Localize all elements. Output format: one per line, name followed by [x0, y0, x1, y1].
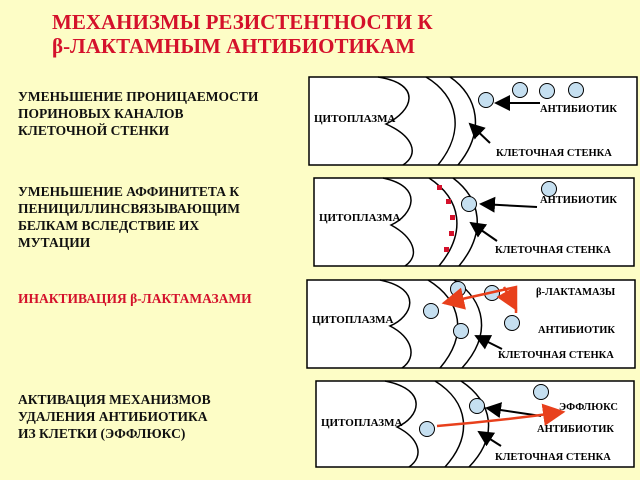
mechanism-1-line-2: ПОРИНОВЫХ КАНАЛОВ [18, 106, 184, 121]
beta-lactamase-arrow-down [496, 286, 518, 312]
antibiotic-molecule [539, 83, 555, 99]
antibiotic-molecule [469, 398, 485, 414]
outer-membrane [452, 177, 478, 267]
antibiotic-molecule [478, 92, 494, 108]
cytoplasm-label: ЦИТОПЛАЗМА [319, 212, 400, 224]
cell-wall-label: КЛЕТОЧНАЯ СТЕНКА [498, 350, 614, 361]
efflux-label: ЭФФЛЮКС [559, 402, 618, 413]
antibiotic-label: АНТИБИОТИК [540, 195, 617, 206]
antibiotic-label: АНТИБИОТИК [537, 424, 614, 435]
mechanism-2-line-1: УМЕНЬШЕНИЕ АФФИНИТЕТА К [18, 184, 240, 199]
pbp-marker [444, 247, 449, 252]
inner-membrane [377, 76, 413, 166]
panel-efflux: ЦИТОПЛАЗМА ЭФФЛЮКС АНТИБИОТИК КЛЕТОЧНАЯ … [315, 380, 635, 468]
cell-wall-label: КЛЕТОЧНАЯ СТЕНКА [495, 245, 611, 256]
cell-wall-arrow [477, 430, 502, 447]
pbp-marker [449, 231, 454, 236]
inner-membrane [379, 279, 412, 369]
panel-pbp-affinity: ЦИТОПЛАЗМА АНТИБИОТИК КЛЕТОЧНАЯ СТЕНКА [313, 177, 635, 267]
cytoplasm-label: ЦИТОПЛАЗМА [321, 417, 402, 429]
antibiotic-molecule [533, 384, 549, 400]
antibiotic-molecule [512, 82, 528, 98]
cell-wall-line [425, 76, 456, 166]
antibiotic-molecule [423, 303, 439, 319]
cell-wall-line [427, 279, 459, 369]
cell-wall-label: КЛЕТОЧНАЯ СТЕНКА [496, 148, 612, 159]
title-line-1: МЕХАНИЗМЫ РЕЗИСТЕНТНОСТИ К [52, 10, 433, 34]
mechanism-2-line-3: БЕЛКАМ ВСЛЕДСТВИЕ ИХ [18, 218, 200, 233]
antibiotic-arrow [479, 196, 538, 213]
panel-permeability: ЦИТОПЛАЗМА АНТИБИОТИК КЛЕТОЧНАЯ СТЕНКА [308, 76, 638, 166]
antibiotic-molecule [568, 82, 584, 98]
outer-membrane [449, 76, 477, 166]
antibiotic-molecule [453, 323, 469, 339]
inner-membrane [384, 380, 419, 468]
title-line-2: β-ЛАКТАМНЫМ АНТИБИОТИКАМ [52, 34, 416, 58]
pbp-marker [450, 215, 455, 220]
antibiotic-molecule [450, 281, 466, 297]
cell-wall-arrow [474, 335, 503, 350]
antibiotic-label: АНТИБИОТИК [540, 104, 617, 115]
mechanism-3-label: ИНАКТИВАЦИЯ β-ЛАКТАМАЗАМИ [18, 290, 252, 307]
beta-lactamase-label: β-ЛАКТАМАЗЫ [536, 287, 616, 298]
mechanism-1-line-1: УМЕНЬШЕНИЕ ПРОНИЦАЕМОСТИ [18, 89, 259, 104]
mechanism-2-line-4: МУТАЦИИ [18, 235, 91, 250]
antibiotic-label: АНТИБИОТИК [538, 325, 615, 336]
page-title: МЕХАНИЗМЫ РЕЗИСТЕНТНОСТИ К β-ЛАКТАМНЫМ А… [52, 10, 612, 58]
antibiotic-arrow [485, 402, 542, 418]
cell-wall-line [434, 380, 465, 468]
inner-membrane [382, 177, 415, 267]
mechanism-4-label: АКТИВАЦИЯ МЕХАНИЗМОВ УДАЛЕНИЯ АНТИБИОТИК… [18, 391, 211, 442]
cytoplasm-label: ЦИТОПЛАЗМА [314, 113, 395, 125]
mechanism-1-label: УМЕНЬШЕНИЕ ПРОНИЦАЕМОСТИ ПОРИНОВЫХ КАНАЛ… [18, 88, 258, 139]
mechanism-2-label: УМЕНЬШЕНИЕ АФФИНИТЕТА К ПЕНИЦИЛЛИНСВЯЗЫВ… [18, 183, 240, 251]
mechanism-2-line-2: ПЕНИЦИЛЛИНСВЯЗЫВАЮЩИМ [18, 201, 241, 216]
antibiotic-molecule [461, 196, 477, 212]
antibiotic-molecule [504, 315, 520, 331]
panel-beta-lactamase: ЦИТОПЛАЗМА β-ЛАКТАМАЗЫ АНТИБИОТИК КЛЕТОЧ… [306, 279, 636, 369]
antibiotic-molecule [419, 421, 435, 437]
mechanism-3-line-1: ИНАКТИВАЦИЯ β-ЛАКТАМАЗАМИ [18, 291, 252, 306]
pbp-marker [446, 199, 451, 204]
mechanism-4-line-1: АКТИВАЦИЯ МЕХАНИЗМОВ [18, 392, 211, 407]
cytoplasm-label: ЦИТОПЛАЗМА [312, 314, 393, 326]
mechanism-1-line-3: КЛЕТОЧНОЙ СТЕНКИ [18, 123, 170, 138]
cell-wall-arrow [468, 122, 491, 144]
mechanism-4-line-3: ИЗ КЛЕТКИ (ЭФФЛЮКС) [18, 426, 186, 441]
mechanism-4-line-2: УДАЛЕНИЯ АНТИБИОТИКА [18, 409, 208, 424]
pbp-marker [437, 185, 442, 190]
efflux-arrow [436, 403, 566, 428]
cell-wall-label: КЛЕТОЧНАЯ СТЕНКА [495, 452, 611, 463]
antibiotic-molecule [541, 181, 557, 197]
panel-frame [315, 380, 635, 468]
cell-wall-arrow [469, 221, 498, 242]
